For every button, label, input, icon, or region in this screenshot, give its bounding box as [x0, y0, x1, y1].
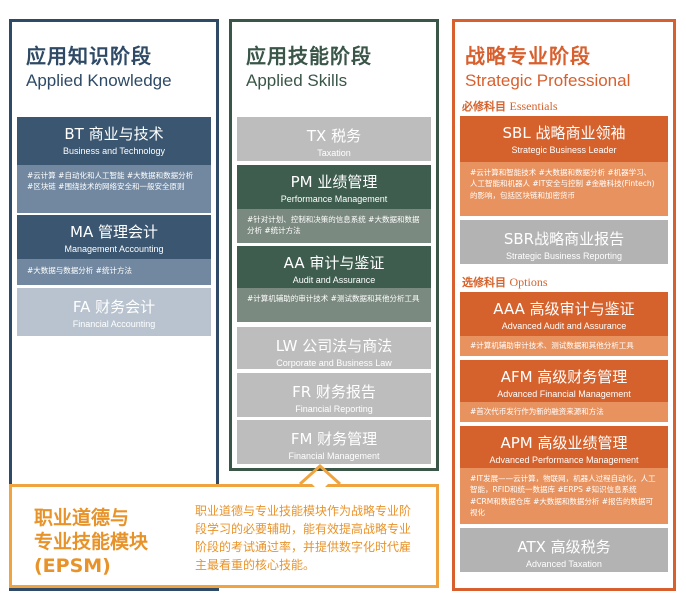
sbl-subtitle: Strategic Business Leader — [511, 145, 617, 155]
epsm-title-line1: 职业道德与 — [34, 507, 130, 529]
pm-box: PM 业绩管理 Performance Management — [237, 165, 431, 209]
fm-subtitle: Financial Management — [288, 451, 380, 461]
ma-box: MA 管理会计 Management Accounting — [17, 215, 211, 259]
aa-title: AA 审计与鉴证 — [283, 254, 385, 272]
ma-title: MA 管理会计 — [70, 223, 158, 241]
afm-title: AFM 高级财务管理 — [500, 368, 628, 386]
afm-tags: #首次代币发行作为新的融资来源和方法 — [460, 402, 668, 422]
strategic-title-en: Strategic Professional — [465, 71, 631, 90]
pm-subtitle: Performance Management — [280, 194, 388, 204]
skills-title-cn: 应用技能阶段 — [246, 44, 372, 68]
epsm-title-line2: 专业技能模块 — [34, 530, 149, 553]
lw-title: LW 公司法与商法 — [275, 337, 393, 355]
atx-box: ATX 高级税务 Advanced Taxation — [460, 528, 668, 572]
fa-box: FA 财务会计 Financial Accounting — [17, 288, 211, 336]
essentials-label: 必修科目 Essentials — [462, 98, 558, 114]
afm-subtitle: Advanced Financial Management — [497, 389, 631, 399]
fr-subtitle: Financial Reporting — [295, 404, 373, 414]
ma-tags: #大数据与数据分析 #统计方法 — [17, 259, 211, 285]
fm-title: FM 财务管理 — [290, 430, 378, 448]
apm-box: APM 高级业绩管理 Advanced Performance Manageme… — [460, 426, 668, 468]
atx-subtitle: Advanced Taxation — [526, 559, 602, 569]
fm-box: FM 财务管理 Financial Management — [237, 420, 431, 464]
tx-subtitle: Taxation — [317, 148, 351, 158]
pm-title: PM 业绩管理 — [290, 173, 378, 191]
bt-subtitle: Business and Technology — [63, 146, 165, 156]
bt-title: BT 商业与技术 — [64, 125, 164, 143]
sbr-subtitle: Strategic Business Reporting — [505, 251, 623, 261]
essentials-label-cn: 必修科目 — [462, 100, 506, 113]
sbl-title: SBL 战略商业领袖 — [502, 124, 626, 142]
sbl-tags: #云计算和智能技术 #大数据和数据分析 #机器学习、人工智能和机器人 #IT安全… — [460, 162, 668, 216]
aa-subtitle: Audit and Assurance — [292, 275, 376, 285]
knowledge-title-cn: 应用知识阶段 — [26, 44, 152, 68]
fr-title: FR 财务报告 — [292, 383, 376, 401]
afm-box: AFM 高级财务管理 Advanced Financial Management — [460, 360, 668, 402]
pm-tags: #针对计划、控制和决策的信息系统 #大数据和数据分析 #统计方法 — [237, 209, 431, 243]
knowledge-title-en: Applied Knowledge — [26, 71, 172, 90]
sbr-title: SBR战略商业报告 — [503, 230, 625, 248]
sbr-box: SBR战略商业报告 Strategic Business Reporting — [460, 220, 668, 264]
aa-tags: #计算机辅助的审计技术 #测试数据和其他分析工具 — [237, 288, 431, 322]
bt-box: BT 商业与技术 Business and Technology — [17, 117, 211, 165]
essentials-label-en: Essentials — [509, 99, 558, 113]
options-label-en: Options — [509, 275, 548, 289]
ma-subtitle: Management Accounting — [64, 244, 164, 254]
apm-subtitle: Advanced Performance Management — [489, 455, 639, 465]
apm-title: APM 高级业绩管理 — [500, 434, 628, 452]
sbl-box: SBL 战略商业领袖 Strategic Business Leader — [460, 116, 668, 162]
options-label: 选修科目 Options — [462, 274, 548, 290]
apm-tags: #IT发展——云计算，物联网，机器人过程自动化，人工智能，RFID和统一数据库 … — [460, 468, 668, 524]
tx-title: TX 税务 — [306, 127, 362, 145]
strategic-title-cn: 战略专业阶段 — [465, 44, 591, 68]
aaa-box: AAA 高级审计与鉴证 Advanced Audit and Assurance — [460, 292, 668, 336]
aaa-title: AAA 高级审计与鉴证 — [493, 300, 635, 318]
aaa-tags: #计算机辅助审计技术、测试数据和其他分析工具 — [460, 336, 668, 356]
epsm-title-line3: (EPSM) — [34, 554, 111, 577]
fr-box: FR 财务报告 Financial Reporting — [237, 373, 431, 417]
aaa-subtitle: Advanced Audit and Assurance — [501, 321, 627, 331]
fa-title: FA 财务会计 — [72, 298, 156, 316]
atx-title: ATX 高级税务 — [517, 538, 611, 556]
tx-box: TX 税务 Taxation — [237, 117, 431, 161]
lw-box: LW 公司法与商法 Corporate and Business Law — [237, 327, 431, 369]
aa-box: AA 审计与鉴证 Audit and Assurance — [237, 246, 431, 288]
epsm-description: 职业道德与专业技能模块作为战略专业阶段学习的必要辅助，能有效提高战略专业阶段的考… — [195, 504, 412, 572]
bt-tags: #云计算 #自动化和人工智能 #大数据和数据分析 #区块链 #围绕技术的网络安全… — [17, 165, 211, 213]
epsm-title: 职业道德与 专业技能模块 (EPSM) — [34, 507, 148, 578]
epsm-box: 职业道德与 专业技能模块 (EPSM) 职业道德与专业技能模块作为战略专业阶段学… — [9, 484, 439, 588]
skills-title-en: Applied Skills — [246, 71, 348, 90]
fa-subtitle: Financial Accounting — [72, 319, 156, 329]
options-label-cn: 选修科目 — [462, 276, 506, 289]
lw-subtitle: Corporate and Business Law — [276, 358, 392, 368]
